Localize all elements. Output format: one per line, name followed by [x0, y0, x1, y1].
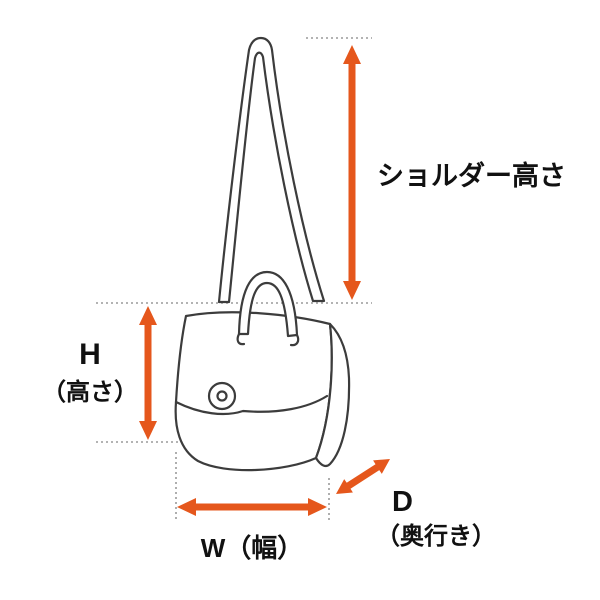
measurement-arrows: [139, 45, 390, 516]
guide-lines: [96, 37, 372, 522]
bag-flap-edge: [174, 394, 329, 416]
width-label: W（幅）: [200, 533, 304, 563]
clasp-button-outer: [207, 381, 237, 411]
width-arrow: [177, 498, 327, 516]
depth-label-letter: D: [392, 486, 413, 518]
height-arrow: [139, 306, 157, 440]
height-label: H （高さ）: [30, 336, 150, 408]
height-label-sub: （高さ）: [42, 378, 138, 406]
depth-arrow: [336, 459, 390, 494]
handle-base-right: [289, 333, 300, 347]
handle-base-left: [236, 332, 246, 346]
shoulder-strap: [217, 36, 326, 304]
shoulder-height-arrow: [343, 45, 361, 300]
shoulder-height-label: ショルダー高さ: [377, 161, 566, 191]
depth-label-sub: （奥行き）: [376, 523, 496, 551]
depth-label: D （奥行き）: [376, 484, 496, 552]
clasp-button-inner: [216, 390, 228, 402]
bag-body: [174, 311, 333, 472]
height-label-letter: H: [79, 338, 101, 371]
bag-illustration: [174, 36, 351, 472]
bag-gusset: [314, 322, 351, 468]
